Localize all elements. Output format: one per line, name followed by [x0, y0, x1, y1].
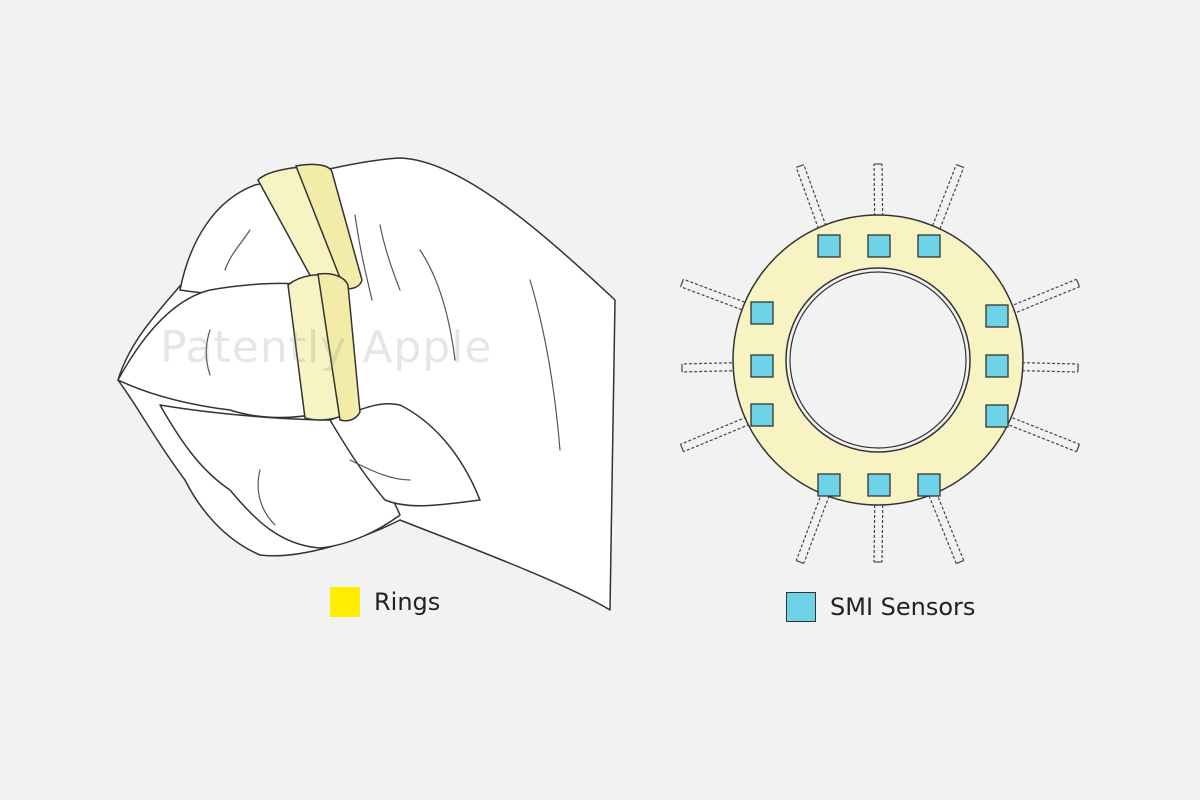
- sensor-beam-cap: [956, 561, 963, 564]
- smi-sensor: [918, 235, 940, 257]
- smi-sensors-swatch: [786, 592, 816, 622]
- legend-smi-sensors: SMI Sensors: [786, 592, 975, 622]
- smi-sensor: [751, 404, 773, 426]
- legend-smi-sensors-label: SMI Sensors: [830, 593, 975, 621]
- sensor-beam-line: [925, 486, 956, 563]
- smi-sensor: [918, 474, 940, 496]
- legend-rings-label: Rings: [374, 588, 440, 616]
- smi-sensor: [818, 235, 840, 257]
- sensor-beam-cap: [1076, 279, 1079, 286]
- sensor-beam-line: [804, 486, 833, 563]
- rings-swatch: [330, 587, 360, 617]
- sensor-beam-cap: [796, 561, 803, 564]
- sensor-beam-cap: [956, 165, 963, 168]
- smi-sensor: [986, 305, 1008, 327]
- smi-sensor: [986, 355, 1008, 377]
- sensor-beam-cap: [681, 279, 684, 286]
- smi-sensor: [751, 355, 773, 377]
- smi-sensor: [868, 235, 890, 257]
- sensor-beam-cap: [796, 165, 804, 168]
- legend-rings: Rings: [330, 587, 440, 617]
- sensor-beam-cap: [1077, 444, 1080, 451]
- smi-sensor: [818, 474, 840, 496]
- smi-sensor: [986, 405, 1008, 427]
- ring-band: [733, 215, 1023, 505]
- smi-sensor: [868, 474, 890, 496]
- sensor-beam-cap: [680, 444, 683, 451]
- smi-sensor: [751, 302, 773, 324]
